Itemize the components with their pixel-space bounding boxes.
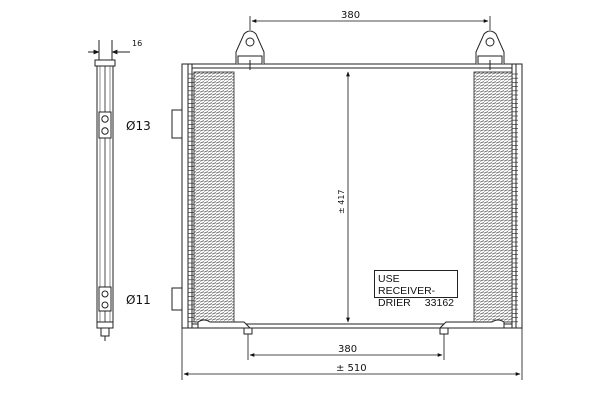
front-view [171, 63, 523, 329]
receiver-drier-note: USE RECEIVER- DRIER 33162 [374, 270, 458, 309]
dim-overall-width-label: ± 510 [336, 363, 367, 374]
side-view [88, 40, 130, 341]
dimension-lines [181, 16, 523, 380]
bottom-bracket-right [438, 319, 505, 335]
tube-ticks-left [188, 73, 194, 323]
bottom-bracket-left [197, 319, 253, 335]
dim-height-label: ± 417 [337, 189, 346, 214]
dim-upper-port-label: Ø13 [126, 119, 151, 133]
tube-ticks-right [512, 73, 518, 323]
dim-lower-port-label: Ø11 [126, 293, 151, 307]
dim-top-spacing-label: 380 [341, 10, 360, 21]
top-bracket-right [475, 30, 505, 70]
note-line-1: USE RECEIVER- [378, 273, 436, 297]
dim-bottom-spacing-label: 380 [338, 344, 357, 355]
dim-depth-label: 16 [132, 39, 142, 48]
note-line-2: DRIER 33162 [378, 297, 454, 309]
note-drier-word: DRIER [378, 297, 411, 309]
note-part-number: 33162 [424, 297, 454, 309]
top-bracket-left [235, 30, 265, 70]
